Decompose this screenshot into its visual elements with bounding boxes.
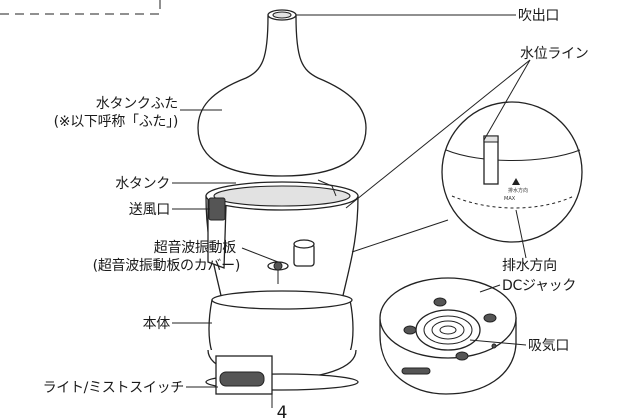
page-number: 4 <box>277 403 288 419</box>
water-level-line-label: 水位ライン <box>520 46 589 62</box>
tank-lid-illustration <box>197 9 367 177</box>
main-body-illustration <box>205 290 359 408</box>
dc-jack-label: DCジャック <box>502 278 576 294</box>
drain-direction-label: 排水方向 <box>502 258 557 274</box>
water-level-detail: 排水方向 MAX <box>441 101 583 243</box>
ultrasonic-plate-label: 超音波振動板 <box>154 239 236 256</box>
leader-lines <box>172 14 531 388</box>
dashed-frame <box>0 0 161 15</box>
ultrasonic-plate-illustration <box>267 239 315 284</box>
drain-marking-text: 排水方向 <box>508 187 528 194</box>
nozzle-label: 吹出口 <box>518 8 559 24</box>
air-outlet-label: 送風口 <box>129 202 170 218</box>
max-marking-text: MAX <box>504 196 516 202</box>
bottom-view-detail <box>379 277 517 395</box>
main-body-label: 本体 <box>143 316 171 332</box>
light-mist-switch-label: ライト/ミストスイッチ <box>43 380 184 396</box>
tank-lid-note-label: (※以下呼称「ふた」) <box>54 114 178 130</box>
ultrasonic-plate-cover-label: (超音波振動板のカバー) <box>93 257 240 274</box>
tank-lid-label: 水タンクふた <box>96 96 178 112</box>
air-intake-label: 吸気口 <box>528 338 569 354</box>
water-tank-label: 水タンク <box>115 176 170 192</box>
